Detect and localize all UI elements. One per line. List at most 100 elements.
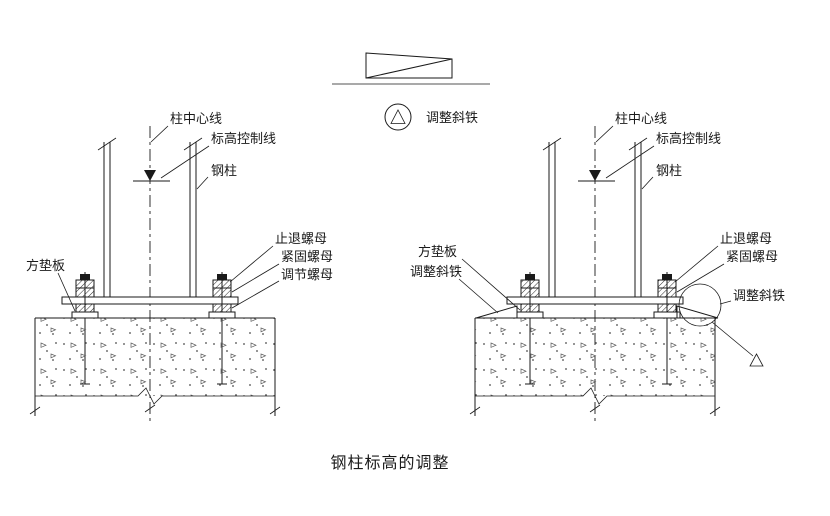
leader-line — [641, 176, 654, 190]
break-mark — [628, 137, 648, 151]
adjust-wedge-right — [676, 305, 719, 319]
base-plate — [506, 296, 684, 305]
adjust-nut — [212, 303, 232, 313]
label-elevation-control-line: 标高控制线 — [605, 131, 721, 179]
label-steel-column: 钢柱 — [196, 163, 237, 190]
break-mark — [469, 406, 481, 415]
bolt-cap — [217, 274, 227, 280]
leader-line — [676, 263, 725, 293]
svg-text:方垫板: 方垫板 — [26, 258, 65, 273]
break-mark — [97, 137, 117, 151]
leader-line — [160, 145, 210, 179]
leader-line — [674, 245, 719, 283]
tighten-nut — [212, 287, 232, 298]
bolt-cap — [80, 274, 90, 280]
svg-text:紧固螺母: 紧固螺母 — [726, 249, 778, 264]
wedge-pair-outline — [365, 52, 453, 79]
pad-plate — [516, 311, 544, 319]
label-pad-plate: 方垫板 — [418, 244, 521, 311]
wedge-highlight — [678, 283, 764, 367]
elevation-mark — [578, 170, 615, 182]
tighten-nut — [520, 287, 540, 298]
label-adjust-wedge-left: 调整斜铁 — [410, 264, 499, 314]
svg-text:调整斜铁: 调整斜铁 — [733, 288, 785, 303]
left-detail-drawing: 柱中心线 标高控制线 钢柱 止退螺母 紧固螺母 调节螺母 方垫板 — [26, 111, 333, 424]
leader-line — [461, 258, 521, 311]
svg-text:标高控制线: 标高控制线 — [211, 131, 276, 146]
leader-line — [229, 245, 274, 283]
leader-line — [605, 145, 655, 179]
right-detail-drawing: 柱中心线 标高控制线 钢柱 止退螺母 紧固螺母 调整斜铁 方垫板 调整斜铁 — [410, 111, 785, 424]
stop-nut — [212, 279, 232, 289]
label-column-center-line: 柱中心线 — [150, 111, 222, 143]
leader-line — [711, 321, 754, 357]
wedge-legend: 调整斜铁 — [384, 103, 478, 131]
triangle-icon — [390, 109, 406, 124]
break-mark — [709, 406, 721, 415]
stop-nut — [657, 279, 677, 289]
svg-text:调节螺母: 调节螺母 — [281, 267, 333, 282]
svg-text:止退螺母: 止退螺母 — [720, 231, 772, 246]
break-mark — [269, 406, 281, 415]
svg-text:调整斜铁: 调整斜铁 — [410, 264, 462, 279]
break-mark — [29, 406, 41, 415]
label-stop-nut: 止退螺母 — [674, 231, 772, 283]
label-stop-nut: 止退螺母 — [229, 231, 327, 283]
wedge-pair-detail — [332, 52, 490, 85]
steel-column — [97, 137, 203, 297]
break-mark — [589, 404, 601, 413]
legend-label: 调整斜铁 — [426, 110, 478, 125]
tighten-nut — [657, 287, 677, 298]
svg-text:紧固螺母: 紧固螺母 — [281, 249, 333, 264]
anchor-bolt-right — [208, 272, 236, 385]
caption: 钢柱标高的调整 — [330, 454, 449, 472]
label-adjust-nut: 调节螺母 — [231, 267, 333, 309]
wedge-split-line — [365, 58, 453, 79]
label-adjust-wedge: 调整斜铁 — [719, 288, 785, 305]
leader-line — [458, 278, 499, 314]
anchor-bolt-left — [71, 272, 99, 385]
svg-text:方垫板: 方垫板 — [418, 244, 457, 259]
break-mark — [542, 137, 562, 151]
svg-text:钢柱: 钢柱 — [656, 163, 682, 178]
bolt-cap — [662, 274, 672, 280]
break-line — [475, 387, 715, 405]
label-tighten-nut: 紧固螺母 — [231, 249, 333, 293]
leader-line — [231, 263, 280, 293]
tighten-nut — [75, 287, 95, 298]
break-line — [35, 387, 275, 405]
svg-text:标高控制线: 标高控制线 — [656, 131, 721, 146]
label-column-center-line: 柱中心线 — [595, 111, 667, 143]
adjust-nut — [657, 303, 677, 313]
pad-plate — [71, 311, 99, 319]
svg-text:柱中心线: 柱中心线 — [170, 111, 222, 126]
adjust-nut — [520, 303, 540, 313]
leader-line — [196, 176, 209, 190]
leader-line — [231, 280, 280, 309]
break-mark — [183, 137, 203, 151]
svg-text:柱中心线: 柱中心线 — [615, 111, 667, 126]
leader-line — [595, 125, 614, 143]
break-mark — [144, 404, 156, 413]
stop-nut — [75, 279, 95, 289]
label-elevation-control-line: 标高控制线 — [160, 131, 276, 179]
base-plate — [61, 296, 239, 305]
foundation — [469, 317, 721, 416]
leader-line — [719, 300, 732, 305]
svg-text:止退螺母: 止退螺母 — [275, 231, 327, 246]
legend-circle — [384, 103, 412, 131]
leader-line — [150, 125, 169, 143]
triangle-icon — [749, 353, 764, 367]
elevation-mark — [133, 170, 170, 182]
pad-plate — [653, 311, 681, 319]
svg-text:钢柱: 钢柱 — [211, 163, 237, 178]
label-pad-plate: 方垫板 — [26, 258, 76, 312]
label-tighten-nut: 紧固螺母 — [676, 249, 778, 293]
detail-circle — [678, 283, 722, 327]
foundation — [29, 317, 281, 416]
stop-nut — [520, 279, 540, 289]
steel-column — [542, 137, 648, 297]
leader-line — [57, 272, 76, 312]
